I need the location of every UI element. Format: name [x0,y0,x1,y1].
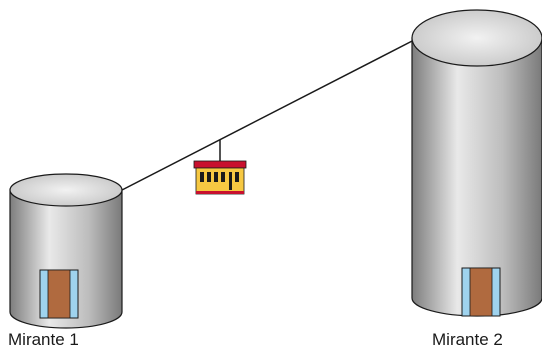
gondola-base [196,191,244,194]
gondola [193,140,247,195]
tower-mirante-1 [9,173,123,329]
tower-1-body [9,189,123,329]
tower-1-door [47,269,71,319]
tower-label-mirante-2: Mirante 2 [432,330,503,349]
tower-1-top [9,173,123,207]
gondola-roof [193,160,247,169]
tower-2-top [411,9,542,67]
tower-mirante-2 [411,9,542,317]
cable-line [121,37,419,191]
tower-2-door [469,267,493,317]
gondola-windows [200,172,239,190]
tower-label-mirante-1: Mirante 1 [8,330,79,349]
